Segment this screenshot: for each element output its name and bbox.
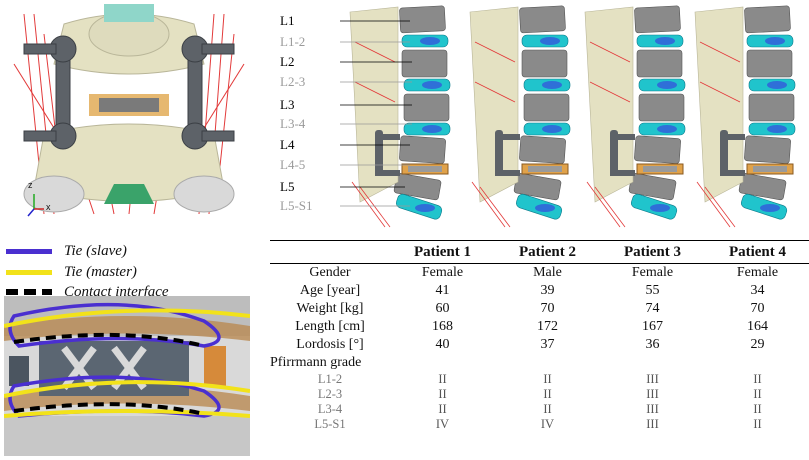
table-header-cell: Patient 4 (705, 240, 809, 264)
table-cell: II (438, 402, 447, 416)
table-cell: II (753, 402, 762, 416)
table-cell: 70 (750, 301, 765, 316)
table-cell: 172 (537, 319, 558, 334)
table-cell: 34 (750, 283, 765, 298)
table-row: L2-3 II II III II (270, 387, 809, 402)
spine-label-L4: L4 (280, 137, 295, 152)
axis-z-label: z (28, 180, 33, 190)
table-cell: II (543, 372, 552, 386)
table-cell: Female (421, 265, 464, 280)
grade-title: Pfirrmann grade (270, 355, 362, 370)
cage-detail-render (4, 296, 250, 456)
table-cell: II (753, 387, 762, 401)
spine-label-L1: L1 (280, 13, 295, 28)
table-cell: III (646, 402, 659, 416)
legend-swatch-slave (6, 248, 52, 254)
table-cell: II (543, 402, 552, 416)
row-label: L2-3 (317, 387, 343, 401)
spine-label-L3-4: L3-4 (280, 116, 306, 131)
table-row: L5-S1 IV IV III II (270, 417, 809, 432)
posterior-spine-render (4, 4, 254, 224)
spine-label-L3: L3 (280, 97, 295, 112)
table-cell: IV (435, 417, 450, 431)
table-cell: II (753, 372, 762, 386)
table-row: Length [cm] 168 172 167 164 (270, 318, 809, 336)
legend-swatch-contact (6, 289, 52, 295)
table-cell: 167 (642, 319, 663, 334)
table-cell: IV (540, 417, 555, 431)
table-cell: III (646, 372, 659, 386)
table-cell: 168 (432, 319, 453, 334)
spine-label-L2: L2 (280, 54, 295, 69)
row-label: Gender (309, 265, 351, 280)
patient-table: Patient 1 Patient 2 Patient 3 Patient 4 … (270, 240, 809, 432)
grade-title-row: Pfirrmann grade (270, 354, 809, 372)
table-cell: 55 (645, 283, 660, 298)
table-cell: 29 (750, 337, 765, 352)
table-row: Gender Female Male Female Female (270, 264, 809, 283)
legend-label: Tie (slave) (64, 243, 127, 259)
spine-label-L5-S1: L5-S1 (280, 198, 313, 213)
table-cell: 39 (540, 283, 555, 298)
row-label: L3-4 (317, 402, 343, 416)
spine-label-L1-2: L1-2 (280, 34, 306, 49)
row-label: L5-S1 (314, 417, 346, 431)
axis-x-label: x (46, 202, 51, 212)
table-header-cell: Patient 3 (600, 240, 705, 264)
legend-tie-slave: Tie (slave) (6, 243, 127, 259)
table-cell: 36 (645, 337, 660, 352)
table-header-row: Patient 1 Patient 2 Patient 3 Patient 4 (270, 240, 809, 264)
patient-2-spine (469, 5, 571, 228)
table-header-cell: Patient 2 (495, 240, 600, 264)
posterior-view-panel: z x (4, 4, 254, 224)
sagittal-views-panel (340, 2, 808, 232)
table-cell: 164 (747, 319, 768, 334)
table-cell: III (646, 387, 659, 401)
table-row: Weight [kg] 60 70 74 70 (270, 300, 809, 318)
table-cell: 41 (435, 283, 450, 298)
table-header-cell (270, 240, 390, 264)
table-cell: 60 (435, 301, 450, 316)
table-cell: Male (533, 265, 562, 280)
table-cell: Female (631, 265, 674, 280)
table-row: Lordosis [°] 40 37 36 29 (270, 336, 809, 354)
table-cell: 40 (435, 337, 450, 352)
cage-detail-panel (4, 296, 250, 456)
patient-1-spine (349, 5, 451, 228)
row-label: Length [cm] (295, 319, 365, 334)
table-row: L3-4 II II III II (270, 402, 809, 417)
table-row: Age [year] 41 39 55 34 (270, 282, 809, 300)
sagittal-spine-renders (340, 5, 796, 228)
table-cell: 74 (645, 301, 660, 316)
table-cell: Female (736, 265, 779, 280)
table-row: L1-2 II II III II (270, 372, 809, 387)
table-cell: II (543, 387, 552, 401)
table-cell: 37 (540, 337, 555, 352)
patient-3-spine (584, 5, 686, 228)
table-cell: III (646, 417, 659, 431)
spine-label-L5: L5 (280, 179, 295, 194)
spine-label-L4-5: L4-5 (280, 157, 306, 172)
legend-label: Tie (master) (64, 264, 137, 280)
row-label: L1-2 (317, 372, 343, 386)
table-cell: II (438, 372, 447, 386)
table-cell: II (753, 417, 762, 431)
table-cell: II (438, 387, 447, 401)
table-header-cell: Patient 1 (390, 240, 495, 264)
row-label: Age [year] (299, 283, 361, 298)
legend-swatch-master (6, 269, 52, 275)
row-label: Lordosis [°] (296, 337, 364, 352)
legend-tie-master: Tie (master) (6, 264, 137, 280)
table-cell: 70 (540, 301, 555, 316)
patient-4-spine (694, 5, 796, 228)
row-label: Weight [kg] (296, 301, 364, 316)
spine-label-L2-3: L2-3 (280, 74, 306, 89)
